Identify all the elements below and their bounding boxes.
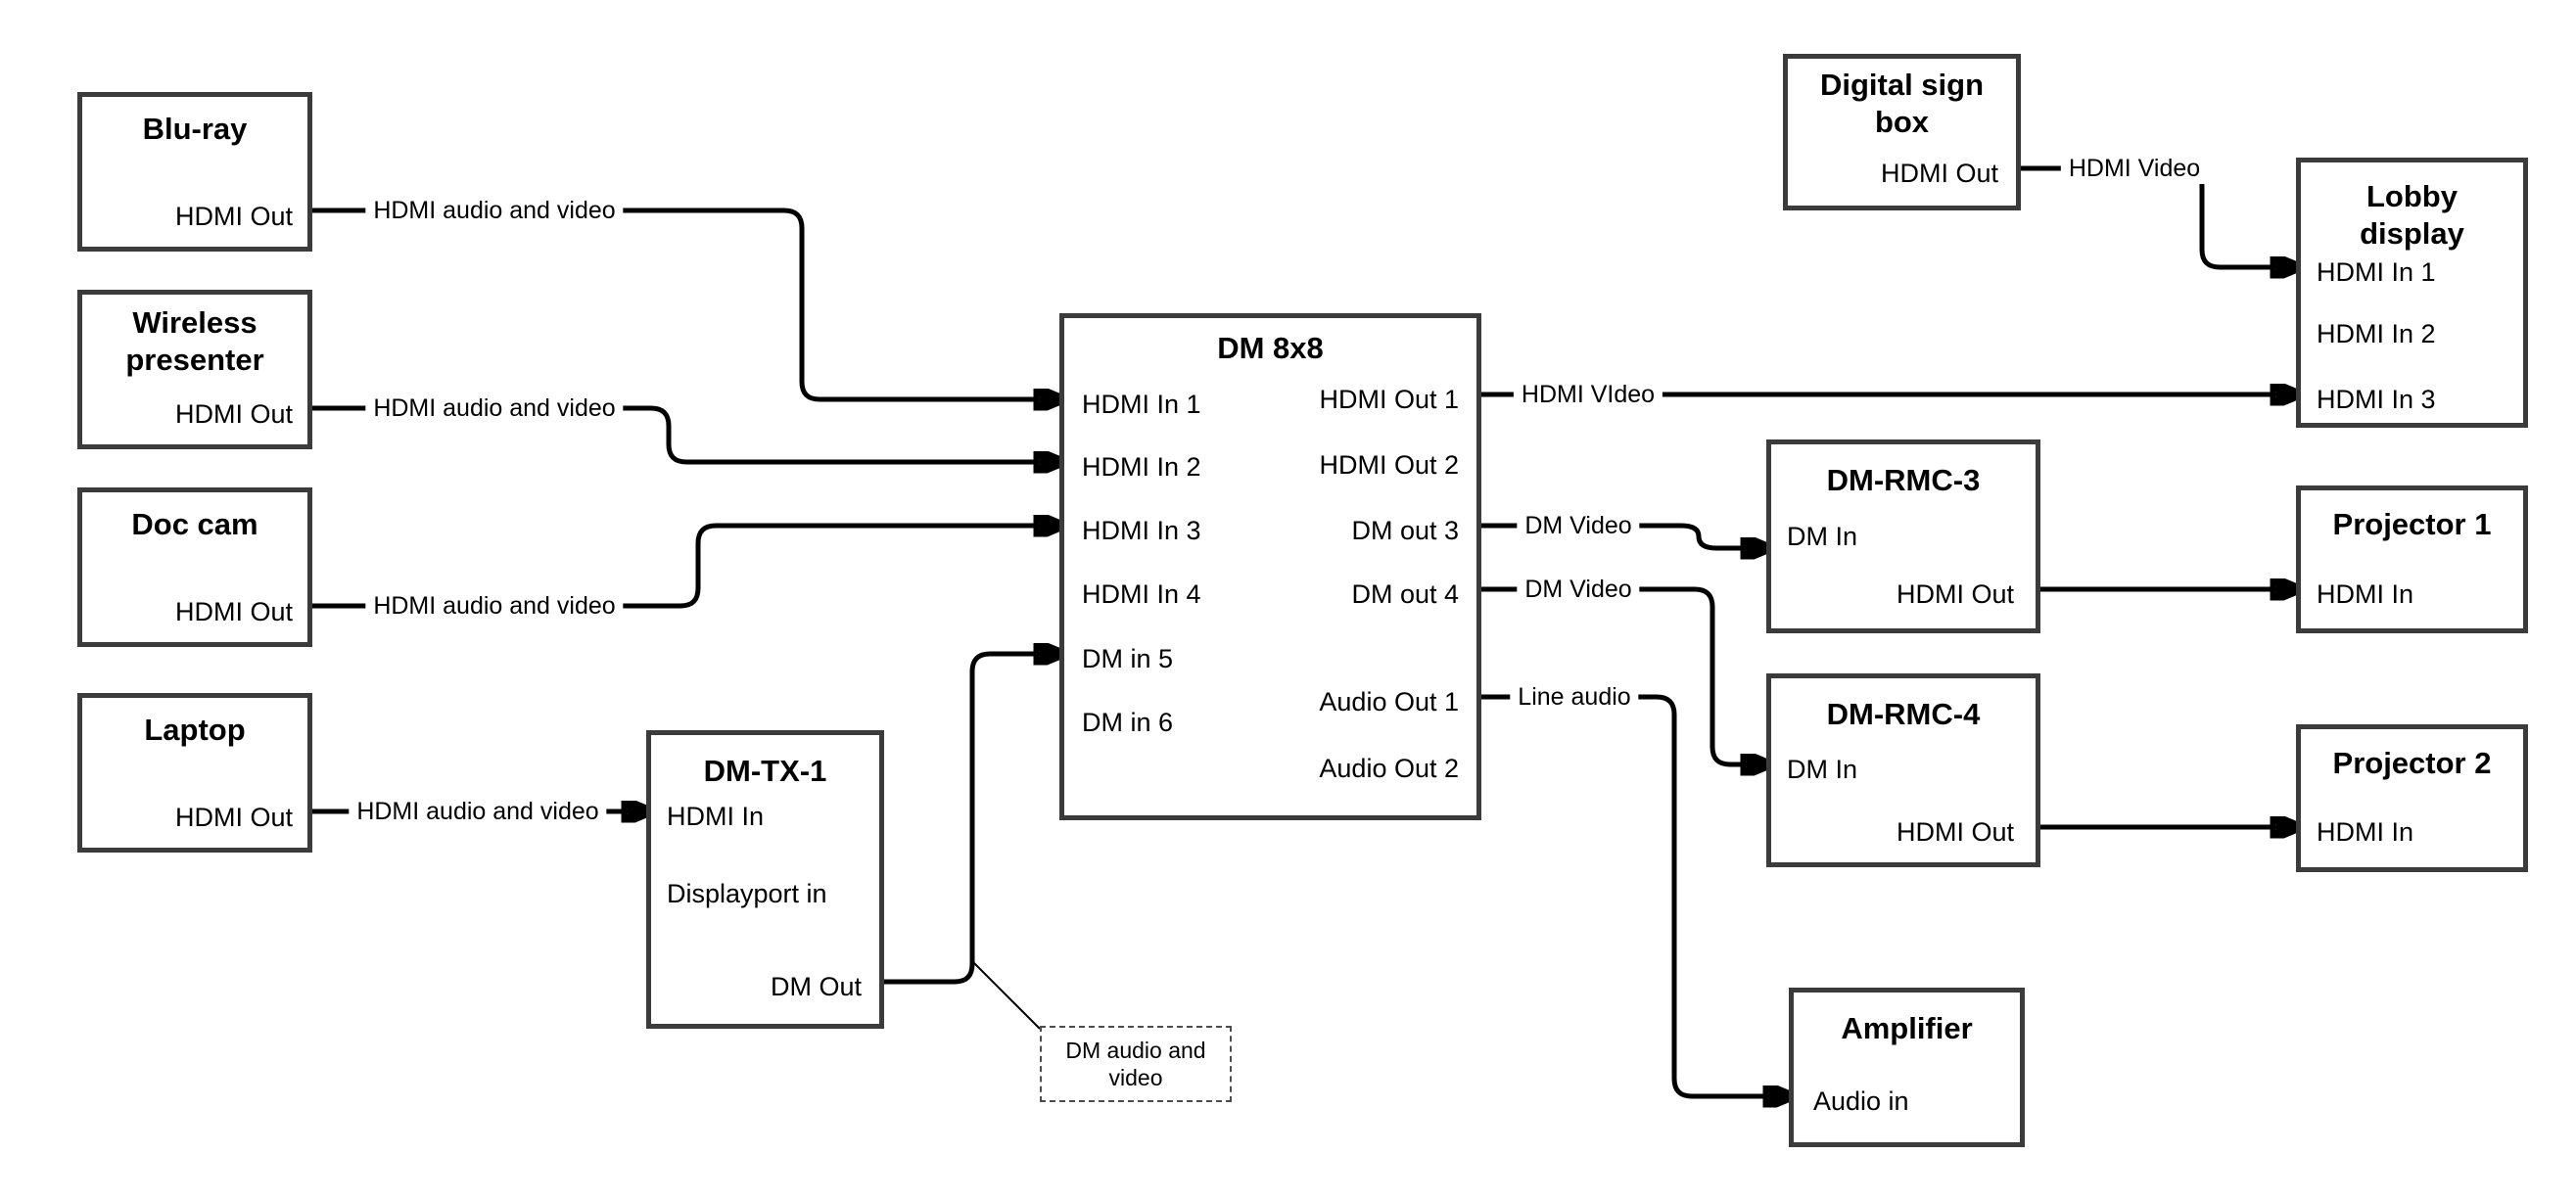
node-doc-cam-title: Doc cam [131,507,258,541]
port-lobby-hdmi-in-2: HDMI In 2 [2317,319,2436,348]
node-amplifier-title: Amplifier [1841,1011,1973,1045]
wire-label-doccam-hdmi-audio-video: HDMI audio and video [365,590,624,622]
node-laptop: Laptop HDMI Out [77,693,312,853]
port-proj1-hdmi-in: HDMI In [2317,579,2414,609]
node-laptop-title: Laptop [144,713,246,747]
node-projector-1-title: Projector 1 [2332,507,2492,541]
port-rmc4-dm-in: DM In [1787,755,1858,784]
wire-dmtx1-dmout-to-dm-in-5 [883,654,1054,985]
port-doccam-hdmi-out: HDMI Out [174,597,293,626]
node-dm-tx-1: DM-TX-1 HDMI In Displayport in DM Out [646,730,884,1029]
port-digisign-hdmi-out: HDMI Out [1880,159,1998,188]
wire-bluray-to-hdmi-in-1 [312,208,1054,399]
wire-label-digital-sign-hdmi-video: HDMI Video [2060,153,2209,184]
node-dm-tx-1-title: DM-TX-1 [703,754,827,788]
port-dm8x8-hdmi-in-3: HDMI In 3 [1082,516,1201,545]
port-laptop-hdmi-out: HDMI Out [174,803,293,832]
node-digital-sign-box: Digital sign box HDMI Out [1783,54,2021,210]
wire-dm-out-3-to-rmc3-dm-in [1481,523,1761,548]
port-dmtx1-displayport-in: Displayport in [667,879,827,908]
port-rmc3-dm-in: DM In [1787,522,1858,551]
node-wireless-presenter-title: Wireless presenter [125,305,264,377]
port-lobby-hdmi-in-1: HDMI In 1 [2317,257,2436,287]
node-amplifier: Amplifier Audio in [1789,988,2025,1147]
node-lobby-display: Lobby display HDMI In 1 HDMI In 2 HDMI I… [2296,158,2528,428]
port-amp-audio-in: Audio in [1813,1086,1909,1116]
wire-label-wireless-hdmi-audio-video: HDMI audio and video [365,393,624,424]
node-digital-sign-box-title: Digital sign box [1819,68,1985,139]
port-dm8x8-audio-out-1: Audio Out 1 [1319,687,1459,716]
wire-audio-out-1-to-amplifier [1481,694,1784,1096]
node-dm-rmc-3-title: DM-RMC-3 [1826,463,1981,497]
wire-label-dm-video-out4: DM Video [1517,574,1640,605]
node-bluray: Blu-ray HDMI Out [77,92,312,252]
callout-text: DM audio and video [1065,1038,1206,1090]
port-dm8x8-hdmi-in-2: HDMI In 2 [1082,452,1201,482]
port-dm8x8-dm-out-4: DM out 4 [1351,579,1459,609]
node-dm-rmc-4-title: DM-RMC-4 [1826,697,1981,731]
wire-label-bluray-hdmi-audio-video: HDMI audio and video [365,195,624,226]
port-dm8x8-hdmi-out-2: HDMI Out 2 [1319,450,1459,480]
node-projector-2: Projector 2 HDMI In [2296,724,2528,872]
port-dm8x8-dm-out-3: DM out 3 [1351,516,1459,545]
port-proj2-hdmi-in: HDMI In [2317,817,2414,847]
node-doc-cam: Doc cam HDMI Out [77,487,312,647]
port-wireless-hdmi-out: HDMI Out [174,399,293,429]
callout-dm-audio-and-video: DM audio and video [1040,1026,1232,1102]
callout-leader-line [972,961,1041,1030]
port-dmtx1-hdmi-in: HDMI In [667,802,765,831]
node-lobby-display-title: Lobby display [2360,179,2464,251]
port-dm8x8-dm-in-6: DM in 6 [1082,708,1174,737]
node-projector-2-title: Projector 2 [2332,746,2492,780]
node-dm-rmc-4: DM-RMC-4 DM In HDMI Out [1766,673,2040,867]
port-rmc4-hdmi-out: HDMI Out [1896,817,2014,847]
port-dm8x8-hdmi-out-1: HDMI Out 1 [1319,385,1459,414]
node-dm-8x8: DM 8x8 HDMI In 1 HDMI In 2 HDMI In 3 HDM… [1059,313,1481,820]
wire-label-hdmi-video-out1: HDMI VIdeo [1513,379,1663,410]
port-dm8x8-hdmi-in-1: HDMI In 1 [1082,390,1201,419]
port-rmc3-hdmi-out: HDMI Out [1896,579,2014,609]
port-dm8x8-audio-out-2: Audio Out 2 [1319,754,1459,783]
wire-label-dm-video-out3: DM Video [1517,510,1640,541]
node-dm-rmc-3: DM-RMC-3 DM In HDMI Out [1766,439,2040,633]
port-bluray-hdmi-out: HDMI Out [174,202,293,231]
wire-doccam-to-hdmi-in-3 [312,526,1054,609]
port-lobby-hdmi-in-3: HDMI In 3 [2317,385,2436,414]
port-dm8x8-dm-in-5: DM in 5 [1082,644,1174,673]
node-dm-8x8-title: DM 8x8 [1217,331,1324,365]
port-dmtx1-dm-out: DM Out [770,972,862,1001]
wire-label-laptop-hdmi-audio-video: HDMI audio and video [349,796,607,827]
node-projector-1: Projector 1 HDMI In [2296,485,2528,633]
node-wireless-presenter: Wireless presenter HDMI Out [77,290,312,449]
node-bluray-title: Blu-ray [142,112,248,146]
wire-wireless-to-hdmi-in-2 [312,405,1054,462]
port-dm8x8-hdmi-in-4: HDMI In 4 [1082,579,1201,609]
wire-dm-out-4-to-rmc4-dm-in [1481,586,1761,764]
wire-label-line-audio: Line audio [1510,681,1639,713]
